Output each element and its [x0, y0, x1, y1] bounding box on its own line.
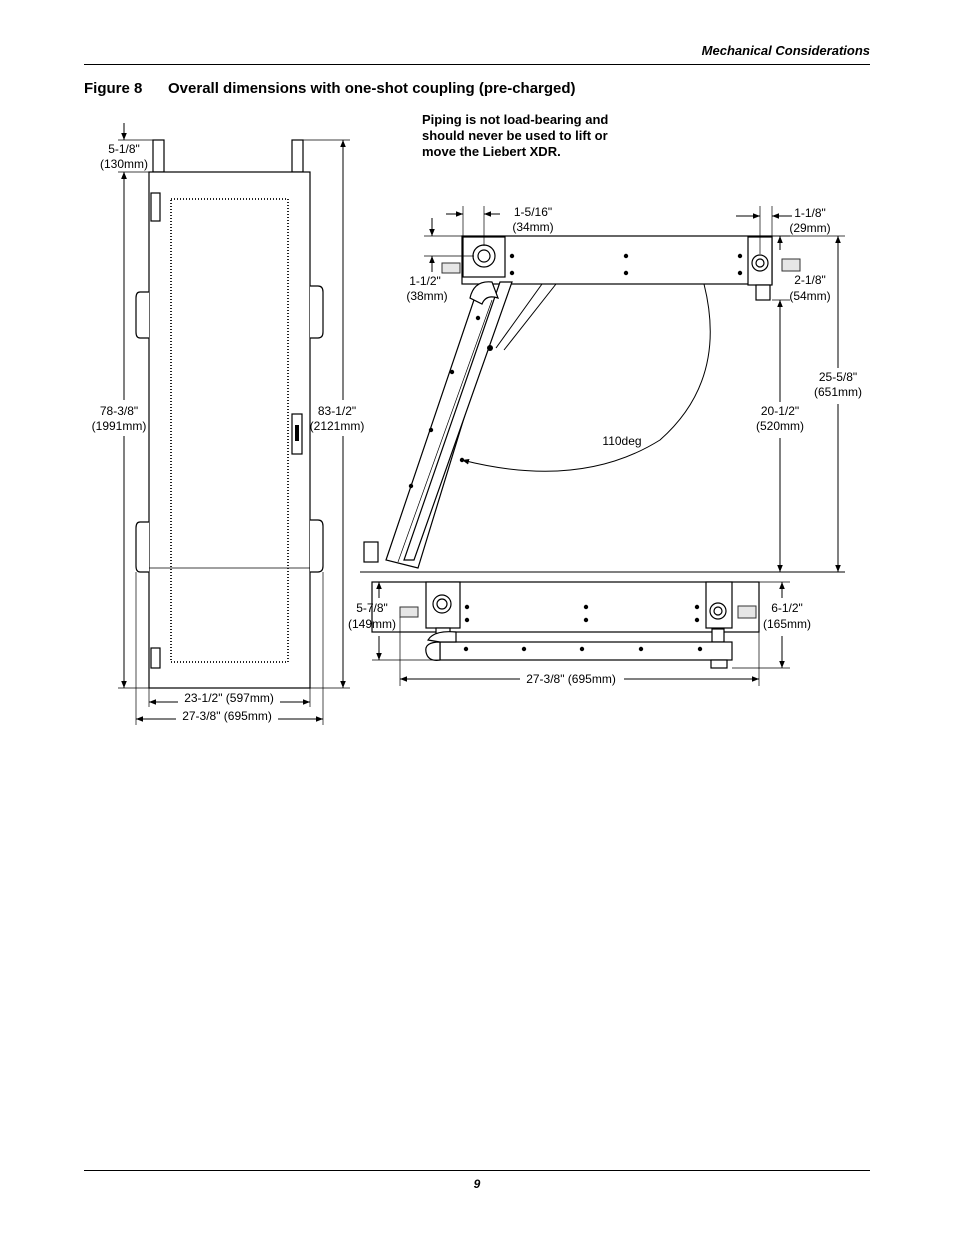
- note-line-1: Piping is not load-bearing and: [422, 112, 608, 127]
- dim-b-in: 1-1/8": [794, 206, 826, 220]
- latch-slot: [295, 425, 299, 441]
- top-view-closed: 5-7/8" (149mm) 6-1/2" (165mm) 27-3/8" (6…: [348, 581, 811, 686]
- dim-d-in: 2-1/8": [794, 273, 826, 287]
- header-rule: [84, 64, 870, 65]
- left-upper-handle: [135, 291, 149, 339]
- door-perforation: [170, 198, 289, 663]
- dim-f-mm: (520mm): [756, 419, 804, 433]
- section-header: Mechanical Considerations: [701, 43, 870, 58]
- dim-top-mm: (130mm): [100, 157, 148, 171]
- footer-rule: [84, 1170, 870, 1171]
- right-upper-handle: [310, 285, 324, 339]
- left-stub: [441, 262, 461, 274]
- dim-left-in: 5-7/8": [356, 601, 388, 615]
- dim-total-in: 83-1/2": [318, 404, 356, 418]
- note-line-3: move the Liebert XDR.: [422, 144, 561, 159]
- dim-e-in: 25-5/8": [819, 370, 857, 384]
- dim-top-in: 5-1/8": [108, 142, 140, 156]
- dim-height-in: 78-3/8": [100, 404, 138, 418]
- dim-inner-width: 23-1/2" (597mm): [184, 691, 274, 705]
- dim-e-mm: (651mm): [814, 385, 862, 399]
- dim-f-in: 20-1/2": [761, 404, 799, 418]
- left-coupling: [152, 139, 165, 173]
- dim-outer-width: 27-3/8" (695mm): [182, 709, 272, 723]
- closed-door: [439, 641, 733, 661]
- note-line-2: should never be used to lift or: [422, 128, 608, 143]
- right-coupling: [291, 139, 304, 173]
- top-hinge: [150, 192, 161, 222]
- top-view-open: 110deg 1-5/16" (34mm) 1-1/8" (29mm) 1-1/…: [360, 205, 862, 573]
- left-lower-handle: [135, 521, 149, 573]
- dim-d-mm: (54mm): [789, 289, 830, 303]
- cabinet-top: [461, 235, 773, 285]
- dim-b-mm: (29mm): [789, 221, 830, 235]
- front-view: 5-1/8" (130mm) 78-3/8" (1991mm) 83-1/2" …: [92, 123, 365, 725]
- dim-left-mm: (149mm): [348, 617, 396, 631]
- dim-height-mm: (1991mm): [92, 419, 147, 433]
- cabinet-body: [148, 171, 311, 689]
- figure-title: Overall dimensions with one-shot couplin…: [168, 80, 576, 97]
- bottom-hinge: [150, 647, 161, 669]
- dim-right-mm: (165mm): [763, 617, 811, 631]
- dim-c-mm: (38mm): [406, 289, 447, 303]
- dim-a-mm: (34mm): [512, 220, 553, 234]
- figure-label: Figure 8: [84, 80, 143, 97]
- angle-label: 110deg: [602, 434, 641, 448]
- right-lower-handle: [310, 519, 324, 573]
- dim-closed-width: 27-3/8" (695mm): [526, 672, 616, 686]
- page-number: 9: [473, 1177, 481, 1191]
- dim-c-in: 1-1/2": [409, 274, 441, 288]
- dim-a-in: 1-5/16": [514, 205, 552, 219]
- dim-total-mm: (2121mm): [310, 419, 365, 433]
- right-stub: [781, 258, 801, 272]
- dim-right-in: 6-1/2": [771, 601, 803, 615]
